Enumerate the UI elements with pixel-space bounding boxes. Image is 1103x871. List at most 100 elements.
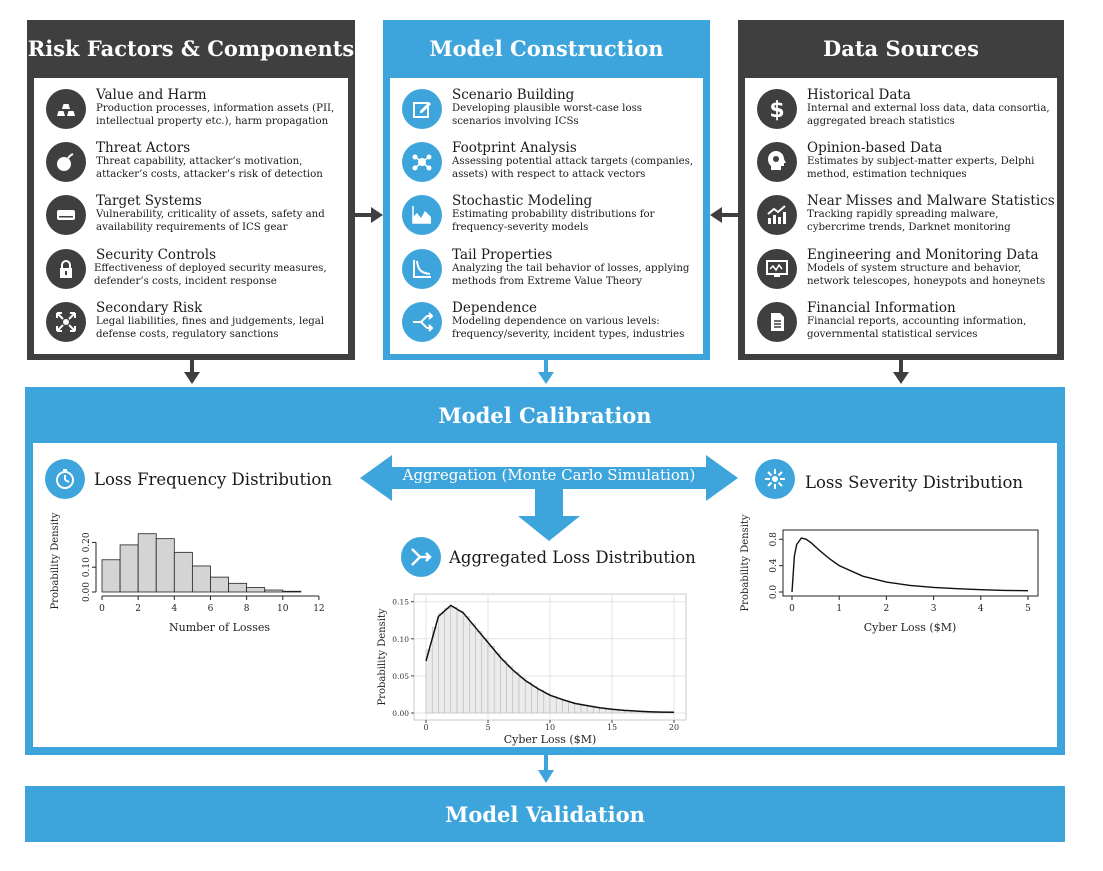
y-tick-label: 0.00 — [392, 709, 409, 718]
item-description: Vulnerability, criticality of assets, sa… — [96, 209, 325, 233]
histogram-bar — [438, 613, 445, 714]
histogram-bar — [155, 538, 175, 593]
y-axis-label: Probability Density — [740, 514, 751, 611]
histogram-bar — [228, 582, 248, 593]
arrow-risk-to-model — [355, 207, 383, 223]
data-item-historical: $ Historical Data Internal and external … — [745, 87, 1057, 137]
data-item-engineering: Engineering and Monitoring Data Models o… — [745, 247, 1057, 297]
arrow-calibration-to-validation — [538, 755, 554, 783]
risk-item-secondary-risk: Secondary Risk Legal liabilities, fines … — [34, 300, 348, 350]
histogram-bar — [264, 589, 284, 593]
histogram-bar — [475, 631, 483, 714]
x-tick-label: 4 — [978, 604, 984, 614]
item-description: Internal and external loss data, data co… — [807, 103, 1050, 127]
area-chart-icon — [402, 195, 442, 235]
item-title: Security Controls — [96, 247, 217, 263]
x-tick-label: 2 — [884, 604, 890, 614]
arrow-risk-down — [184, 360, 200, 384]
x-tick-label: 2 — [135, 604, 141, 614]
y-tick-label: 0.4 — [769, 558, 779, 573]
item-description: Effectiveness of deployed security measu… — [94, 263, 327, 287]
risk-item-threat-actors: Threat Actors Threat capability, attacke… — [34, 140, 348, 190]
data-sources-panel: Data Sources $ Historical Data Internal … — [738, 20, 1064, 360]
share-icon — [402, 302, 442, 342]
x-tick-label: 0 — [789, 604, 795, 614]
data-item-financial: Financial Information Financial reports,… — [745, 300, 1057, 350]
risk-factors-body: Value and Harm Production processes, inf… — [34, 78, 348, 354]
y-tick-label: 0.05 — [392, 672, 409, 681]
x-tick-label: 0 — [423, 723, 428, 732]
risk-factors-panel: Risk Factors & Components Value and Harm… — [27, 20, 355, 360]
arrow-data-to-model — [710, 207, 738, 223]
x-tick-label: 1 — [836, 604, 842, 614]
histogram-bar — [580, 704, 588, 714]
dollar-icon: $ — [757, 89, 797, 129]
x-axis-label: Cyber Loss ($M) — [864, 621, 957, 634]
histogram-bar — [543, 693, 551, 714]
risk-item-value-harm: Value and Harm Production processes, inf… — [34, 87, 348, 137]
item-title: Opinion-based Data — [807, 140, 943, 156]
severity-title: Loss Severity Distribution — [805, 473, 1024, 492]
edit-icon — [402, 89, 442, 129]
x-tick-label: 5 — [485, 723, 490, 732]
item-title: Historical Data — [807, 87, 911, 103]
arrow-model-down — [538, 360, 554, 384]
x-tick-label: 8 — [244, 604, 250, 614]
histogram-bar — [555, 698, 563, 714]
histogram-bar — [173, 551, 193, 593]
y-axis-label: Probability Density — [50, 512, 61, 609]
bomb-icon — [46, 142, 86, 182]
aggregated-title: Aggregated Loss Distribution — [449, 548, 696, 567]
risk-item-target-systems: Target Systems Vulnerability, criticalit… — [34, 193, 348, 243]
document-icon — [757, 302, 797, 342]
model-calibration-title: Model Calibration — [25, 387, 1065, 443]
x-tick-label: 5 — [1025, 604, 1031, 614]
y-tick-label: 0.10 — [82, 557, 92, 577]
item-title: Threat Actors — [96, 140, 191, 156]
histogram-bar — [137, 533, 157, 593]
aggregation-arrow — [360, 455, 738, 541]
item-title: Footprint Analysis — [452, 140, 577, 156]
histogram-bar — [568, 702, 576, 714]
item-description: Models of system structure and behavior,… — [807, 263, 1046, 287]
item-title: Secondary Risk — [96, 300, 203, 316]
item-title: Financial Information — [807, 300, 956, 316]
data-item-opinion: Opinion-based Data Estimates by subject-… — [745, 140, 1057, 190]
x-tick-label: 10 — [277, 604, 289, 614]
item-description: Financial reports, accounting informatio… — [807, 316, 1027, 340]
arrow-data-down — [893, 360, 909, 384]
histogram-bar — [431, 627, 439, 714]
model-construction-body: Scenario Building Developing plausible w… — [390, 78, 703, 354]
aggregated-density-line — [425, 604, 675, 714]
item-title: Near Misses and Malware Statistics — [807, 193, 1055, 209]
item-description: Modeling dependence on various levels:fr… — [452, 316, 685, 340]
histogram-bar — [191, 565, 211, 593]
histogram-bar — [537, 689, 545, 714]
x-axis-label: Cyber Loss ($M) — [504, 733, 597, 746]
histogram-bar — [574, 703, 582, 714]
histogram-bar — [512, 672, 520, 714]
data-sources-title: Data Sources — [823, 35, 979, 61]
histogram-bar — [524, 682, 532, 714]
y-tick-label: 0.0 — [769, 585, 779, 600]
model-calibration-frame — [25, 387, 1065, 755]
gold-bars-icon — [46, 89, 86, 129]
histogram-bar — [493, 653, 501, 714]
y-tick-label: 0.8 — [769, 532, 779, 547]
x-tick-label: 10 — [545, 723, 555, 732]
item-title: Value and Harm — [96, 87, 207, 103]
histogram-bar — [101, 559, 121, 593]
model-item-stochastic-modeling: Stochastic Modeling Estimating probabili… — [390, 193, 703, 243]
severity-density-line — [791, 537, 1029, 593]
histogram-bar — [119, 544, 139, 593]
data-item-near-misses: Near Misses and Malware Statistics Track… — [745, 193, 1057, 243]
head-brain-icon — [757, 142, 797, 182]
item-title: Target Systems — [96, 193, 202, 209]
item-title: Scenario Building — [452, 87, 575, 103]
server-icon — [46, 195, 86, 235]
model-construction-panel: Model Construction Scenario Building Dev… — [383, 20, 710, 360]
x-tick-label: 3 — [931, 604, 937, 614]
x-axis-label: Number of Losses — [169, 621, 270, 634]
